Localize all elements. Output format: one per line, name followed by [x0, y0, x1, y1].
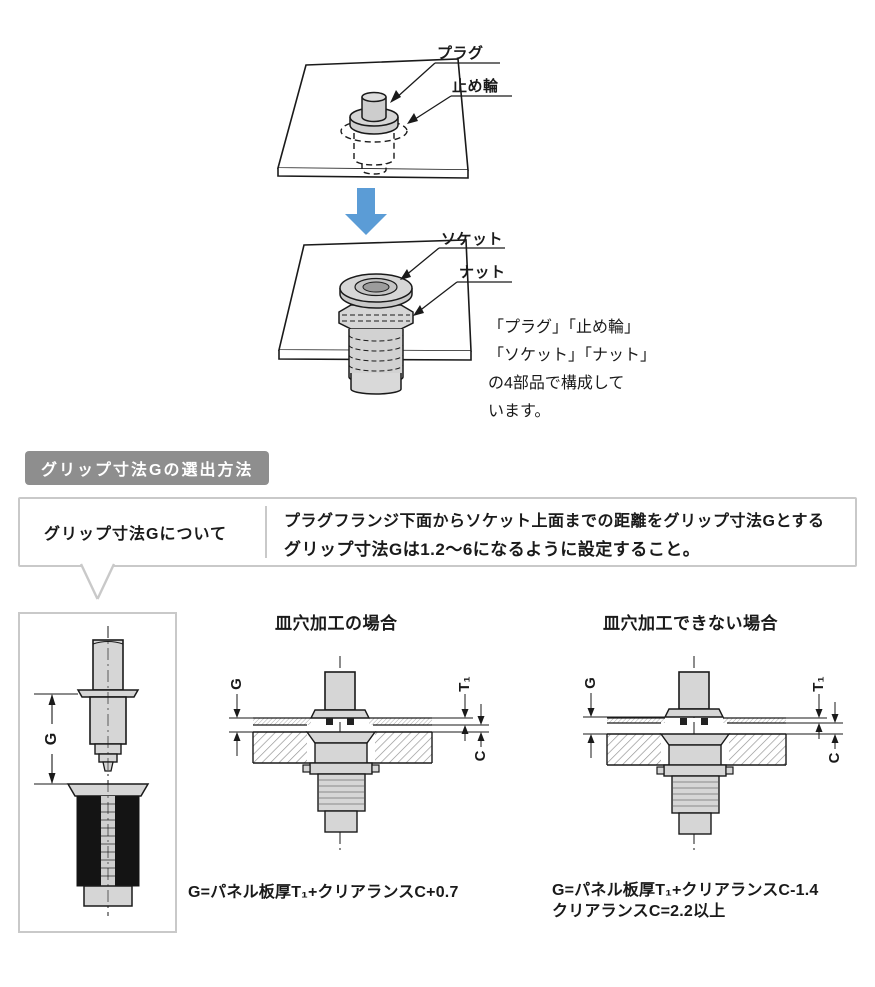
- dim-label-G: G: [43, 733, 60, 745]
- dim-label-T1: T₁: [456, 676, 473, 691]
- label-socket: ソケット: [441, 231, 504, 248]
- label-nut: ナット: [459, 264, 506, 281]
- plug-and-ring-drawing: [340, 91, 408, 175]
- not-countersunk-title: 皿穴加工できない場合: [603, 614, 778, 633]
- countersunk-diagram: G T₁ C: [228, 656, 489, 853]
- not-countersunk-diagram: G T₁ C: [582, 656, 843, 853]
- dim-label-C: C: [826, 752, 843, 763]
- description-line: います。: [488, 403, 551, 420]
- callout-line2: グリップ寸法Gは1.2〜6になるように設定すること。: [284, 540, 701, 559]
- socket-and-nut-drawing: [338, 273, 414, 395]
- assembly-description: 「プラグ」「止め輪」 「ソケット」「ナット」 の4部品で構成して います。: [488, 314, 656, 426]
- callout-divider: [265, 506, 267, 558]
- assembly-figure-drawing: [276, 58, 512, 395]
- callout-label: グリップ寸法Gについて: [44, 526, 227, 543]
- section-header-badge: グリップ寸法Gの選出方法: [25, 451, 270, 485]
- grip-figure-drawing: G: [34, 626, 150, 916]
- countersunk-title: 皿穴加工の場合: [275, 614, 398, 633]
- leader-lines-socket-nut: [400, 247, 512, 316]
- description-line: の4部品で構成して: [488, 375, 625, 392]
- callout-text: プラグフランジ下面からソケット上面までの距離をグリップ寸法Gとする グリップ寸法…: [284, 507, 824, 560]
- not-countersunk-formula-line1: G=パネル板厚T₁+クリアランスC-1.4: [552, 882, 819, 899]
- countersunk-formula: G=パネル板厚T₁+クリアランスC+0.7: [188, 884, 459, 901]
- not-countersunk-formula-line2: クリアランスC=2.2以上: [552, 903, 726, 920]
- callout-tail: [79, 563, 116, 600]
- description-line: 「ソケット」「ナット」: [488, 347, 657, 364]
- leader-lines-plug-ring: [390, 62, 512, 124]
- dim-label-G: G: [582, 677, 599, 689]
- grip-dimension-callout: グリップ寸法Gについて プラグフランジ下面からソケット上面までの距離をグリップ寸…: [18, 497, 857, 567]
- dim-label-T1: T₁: [810, 676, 827, 691]
- dim-label-G: G: [228, 678, 245, 690]
- label-retaining-ring: 止め輪: [452, 78, 499, 95]
- dim-label-C: C: [472, 750, 489, 761]
- grip-figure-box: G: [18, 612, 177, 933]
- down-arrow-icon: [345, 188, 387, 235]
- callout-line1: プラグフランジ下面からソケット上面までの距離をグリップ寸法Gとする: [284, 513, 825, 530]
- label-plug: プラグ: [437, 45, 484, 62]
- description-line: 「プラグ」「止め輪」: [488, 319, 641, 336]
